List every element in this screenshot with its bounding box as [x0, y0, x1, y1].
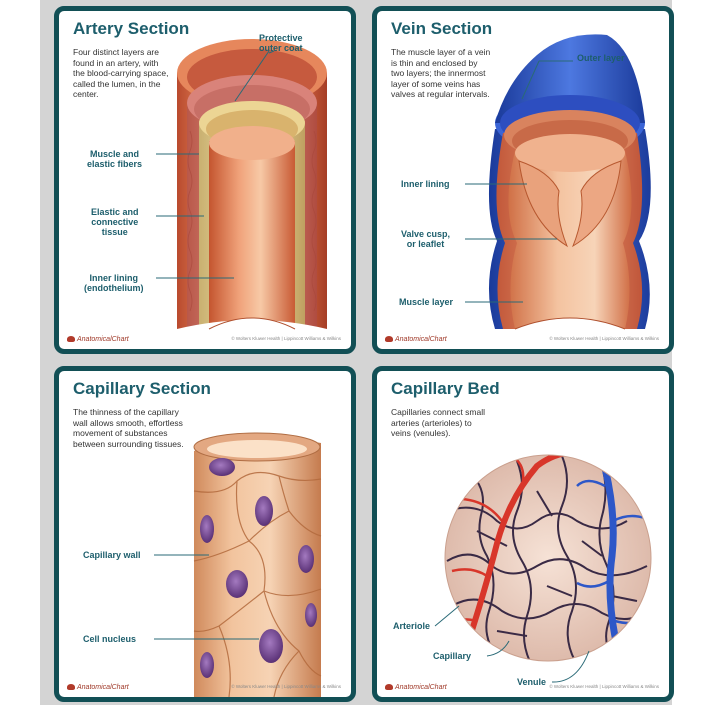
copyright-text: © Wolters Kluwer Health | Lippincott Wil… — [231, 336, 341, 341]
label-muscle-layer: Muscle layer — [399, 297, 453, 307]
label-capillary-wall: Capillary wall — [83, 550, 141, 560]
label-muscle-elastic-fibers: Muscle and elastic fibers — [87, 149, 142, 169]
logo-heart-icon — [385, 684, 393, 690]
artery-section-card: Artery Section Four distinct layers are … — [54, 6, 356, 354]
copyright-text: © Wolters Kluwer Health | Lippincott Wil… — [549, 336, 659, 341]
publisher-logo: AnatomicalChart — [385, 336, 447, 343]
copyright-text: © Wolters Kluwer Health | Lippincott Wil… — [231, 684, 341, 689]
label-inner-lining-endothelium: Inner lining (endothelium) — [84, 273, 144, 293]
label-valve-cusp: Valve cusp, or leaflet — [401, 229, 450, 249]
capillary-bed-card: Capillary Bed Capillaries connect small … — [372, 366, 674, 702]
logo-heart-icon — [67, 684, 75, 690]
vein-section-card: Vein Section The muscle layer of a vein … — [372, 6, 674, 354]
publisher-logo: AnatomicalChart — [385, 684, 447, 691]
logo-heart-icon — [385, 336, 393, 342]
copyright-text: © Wolters Kluwer Health | Lippincott Wil… — [549, 684, 659, 689]
capillary-bed-description: Capillaries connect small arteries (arte… — [391, 407, 485, 439]
capillary-section-card: Capillary Section The thinness of the ca… — [54, 366, 356, 702]
cell-nucleus-shape — [209, 458, 235, 476]
label-elastic-connective-tissue: Elastic and connective tissue — [91, 207, 139, 237]
label-venule: Venule — [517, 677, 546, 687]
label-arteriole: Arteriole — [393, 621, 430, 631]
label-cell-nucleus: Cell nucleus — [83, 634, 136, 644]
vein-title: Vein Section — [391, 19, 492, 39]
publisher-logo: AnatomicalChart — [67, 684, 129, 691]
label-inner-lining: Inner lining — [401, 179, 450, 189]
artery-title: Artery Section — [73, 19, 189, 39]
label-outer-layer: Outer layer — [577, 53, 625, 63]
vein-description: The muscle layer of a vein is thin and e… — [391, 47, 490, 100]
capillary-title: Capillary Section — [73, 379, 211, 399]
capillary-description: The thinness of the capillary wall allow… — [73, 407, 184, 449]
logo-heart-icon — [67, 336, 75, 342]
capillary-bed-title: Capillary Bed — [391, 379, 500, 399]
artery-description: Four distinct layers are found in an art… — [73, 47, 168, 100]
publisher-logo: AnatomicalChart — [67, 336, 129, 343]
label-protective-outer-coat: Protective outer coat — [259, 33, 303, 53]
label-capillary: Capillary — [433, 651, 471, 661]
